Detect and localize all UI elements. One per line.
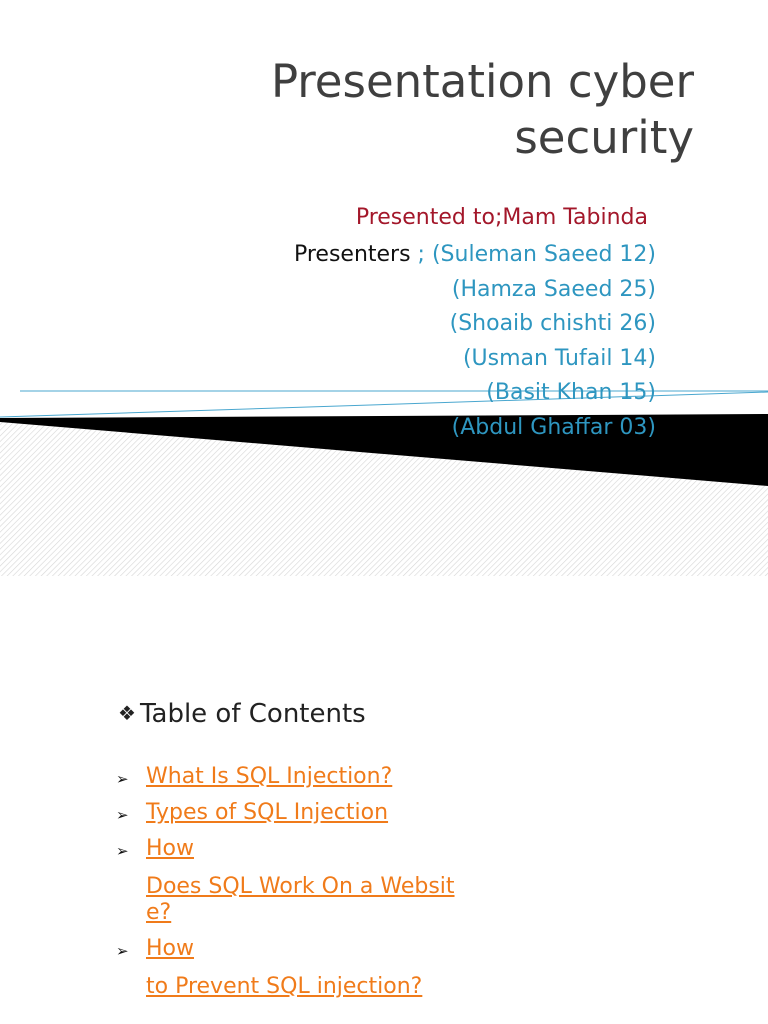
presenter-name: (Usman Tufail 14) <box>462 345 656 371</box>
toc-link-what-is-sql-injection[interactable]: What Is SQL Injection? <box>146 764 476 790</box>
arrow-bullet-icon: ➢ <box>116 770 129 788</box>
arrow-bullet-icon: ➢ <box>116 806 129 824</box>
toc-link-text-continued: Does SQL Work On a Website? <box>146 874 455 925</box>
toc-item: ➢ Types of SQL Injection <box>116 800 476 826</box>
black-band <box>0 414 768 486</box>
toc-link-how-does-sql-work[interactable]: How Does SQL Work On a Website? <box>146 836 476 926</box>
presented-to-text: Presented to;Mam Tabinda <box>355 205 648 230</box>
presenters-label: Presenters <box>293 242 411 267</box>
arrow-bullet-icon: ➢ <box>116 842 129 860</box>
toc-item: ➢ How to Prevent SQL injection? <box>116 936 476 1000</box>
diamond-bullet-icon: ❖ <box>118 701 136 725</box>
toc-link-text: How <box>146 836 194 861</box>
presenters-list: Presenters ; (Suleman Saeed 12) (Hamza S… <box>294 238 656 445</box>
arrow-bullet-icon: ➢ <box>116 942 129 960</box>
toc-link-text: What Is SQL Injection? <box>146 764 393 789</box>
title-slide: Presentation cyber security Presented to… <box>0 55 768 576</box>
presenter-name: (Basit Khan 15) <box>486 380 656 405</box>
toc-link-text-continued: to Prevent SQL injection? <box>146 974 423 999</box>
toc-link-text: How <box>146 936 194 961</box>
toc-heading: ❖Table of Contents <box>118 695 366 732</box>
toc-heading-text: Table of Contents <box>139 699 366 729</box>
toc-item: ➢ How Does SQL Work On a Website? <box>116 836 476 926</box>
presenter-name: ; (Suleman Saeed 12) <box>410 242 656 267</box>
presenter-row: Presenters ; (Suleman Saeed 12) <box>294 238 656 273</box>
slide-title: Presentation cyber security <box>270 55 694 164</box>
presenter-name: (Hamza Saeed 25) <box>451 276 656 302</box>
blue-diagonal-line <box>0 391 768 418</box>
toc-link-types-of-sql-injection[interactable]: Types of SQL Injection <box>146 800 476 826</box>
toc-link-text: Types of SQL Injection <box>146 800 389 825</box>
slide-background-graphic <box>0 390 768 576</box>
toc-link-how-to-prevent-sql-injection[interactable]: How to Prevent SQL injection? <box>146 936 476 1000</box>
presenter-name: (Shoaib chishti 26) <box>449 311 656 336</box>
presenter-name: (Abdul Ghaffar 03) <box>451 414 656 440</box>
toc-item: ➢ What Is SQL Injection? <box>116 764 476 790</box>
toc-list: ➢ What Is SQL Injection? ➢ Types of SQL … <box>116 764 476 1010</box>
